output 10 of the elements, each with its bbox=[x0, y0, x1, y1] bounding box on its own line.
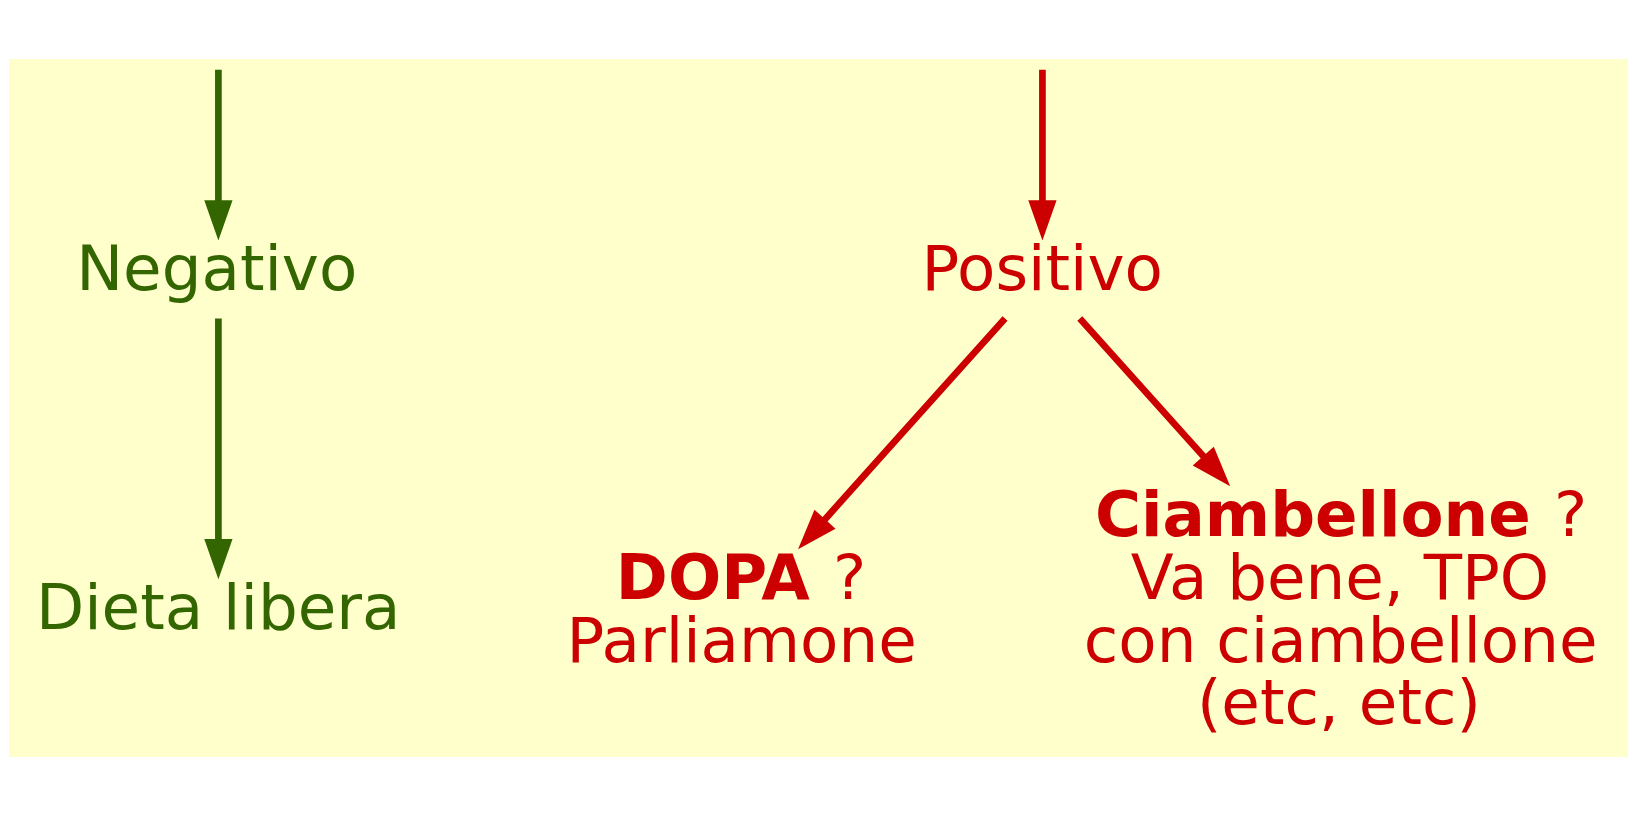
arrow bbox=[798, 316, 1008, 550]
arrow bbox=[204, 69, 233, 241]
arrow bbox=[1028, 69, 1057, 241]
node-text: Ciambellone ? Va bene, TPO con ciambellone (etc, etc) bbox=[1083, 478, 1598, 740]
node-text: DOPA ? Parliamone bbox=[566, 540, 917, 677]
node-text: Dieta libera bbox=[35, 571, 401, 645]
arrow bbox=[204, 318, 233, 580]
node-text: Positivo bbox=[921, 231, 1163, 305]
node-text: Negativo bbox=[76, 231, 358, 305]
arrow bbox=[1077, 316, 1231, 487]
